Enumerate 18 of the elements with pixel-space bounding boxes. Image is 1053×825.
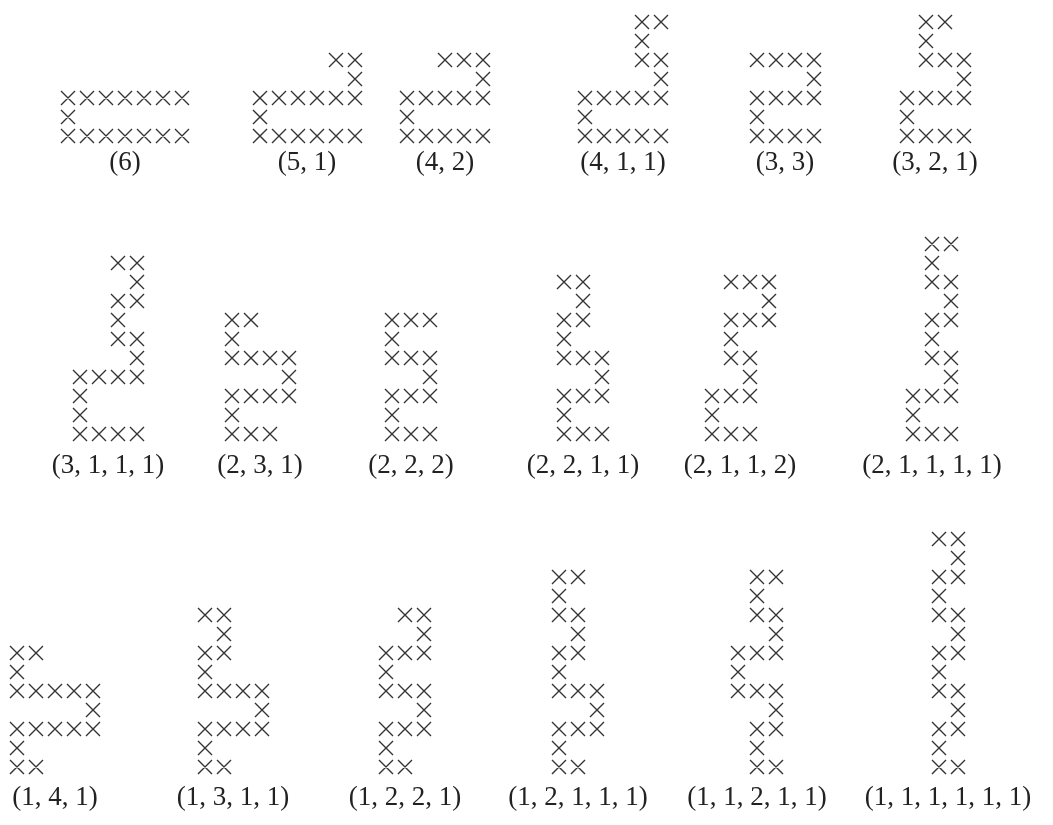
composition-label: (1, 2, 1, 1, 1) (508, 781, 648, 811)
composition-label: (2, 2, 2) (368, 449, 454, 479)
composition-label: (6) (109, 146, 141, 176)
composition-label: (1, 1, 1, 1, 1, 1) (864, 781, 1032, 811)
composition-label: (1, 4, 1) (12, 781, 98, 811)
composition-label: (1, 1, 2, 1, 1) (687, 781, 827, 811)
composition-label: (2, 1, 1, 2) (683, 449, 797, 479)
composition-label: (2, 2, 1, 1) (526, 449, 640, 479)
composition-label: (4, 1, 1) (580, 146, 666, 176)
composition-label: (3, 2, 1) (892, 146, 978, 176)
composition-label: (1, 2, 2, 1) (348, 781, 462, 811)
composition-label: (2, 1, 1, 1, 1) (862, 449, 1002, 479)
composition-label: (2, 3, 1) (217, 449, 303, 479)
composition-label: (4, 2) (415, 146, 475, 176)
composition-label: (5, 1) (277, 146, 337, 176)
composition-label: (3, 3) (755, 146, 815, 176)
composition-label: (3, 1, 1, 1) (51, 449, 165, 479)
composition-label: (1, 3, 1, 1) (176, 781, 290, 811)
